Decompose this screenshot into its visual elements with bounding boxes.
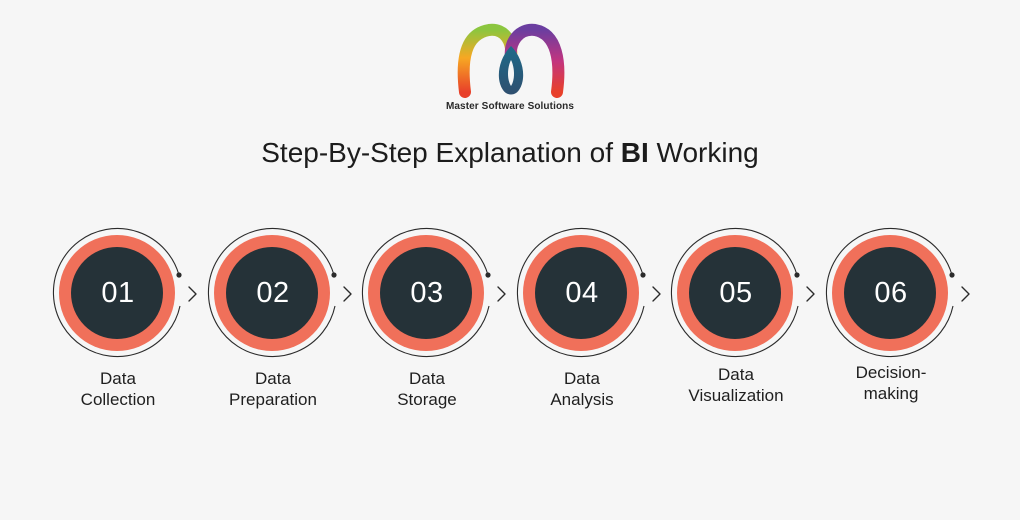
step-label-line: Preparation xyxy=(229,390,317,409)
step-number: 01 xyxy=(101,277,135,309)
step-ring xyxy=(361,228,506,358)
step-label-line: Visualization xyxy=(688,386,784,405)
title-prefix: Step-By-Step Explanation of xyxy=(261,137,621,168)
step-6: 06 Decision- making xyxy=(825,228,985,428)
steps-diagram: 01 Data Collection 02 Data Preparation 0… xyxy=(0,228,1020,428)
step-label-line: making xyxy=(863,384,919,403)
step-label: Data Storage xyxy=(347,368,507,410)
brand-name: Master Software Solutions xyxy=(445,101,575,112)
step-ring xyxy=(52,228,197,358)
step-ring xyxy=(825,228,970,358)
page-title: Step-By-Step Explanation of BI Working xyxy=(0,136,1020,170)
step-number: 06 xyxy=(874,277,908,309)
title-suffix: Working xyxy=(648,137,759,168)
step-label-line: Data xyxy=(255,369,291,388)
step-label: Data Collection xyxy=(38,368,198,410)
step-label-line: Analysis xyxy=(550,390,614,409)
title-strong: BI xyxy=(620,137,649,168)
step-number: 04 xyxy=(565,277,599,309)
step-4: 04 Data Analysis xyxy=(516,228,676,428)
step-number: 03 xyxy=(410,277,444,309)
step-1: 01 Data Collection xyxy=(52,228,212,428)
step-5: 05 Data Visualization xyxy=(670,228,830,428)
step-number: 05 xyxy=(719,277,753,309)
step-label: Decision- making xyxy=(811,362,971,404)
step-label-line: Data xyxy=(409,369,445,388)
step-label-line: Data xyxy=(564,369,600,388)
step-label: Data Preparation xyxy=(193,368,353,410)
step-ring xyxy=(516,228,661,358)
step-label-line: Data xyxy=(718,365,754,384)
step-label: Data Analysis xyxy=(502,368,662,410)
step-2: 02 Data Preparation xyxy=(207,228,367,428)
step-number: 02 xyxy=(256,277,290,309)
step-ring xyxy=(670,228,815,358)
step-label-line: Collection xyxy=(80,390,156,409)
step-label-line: Data xyxy=(100,369,136,388)
step-label-line: Storage xyxy=(397,390,457,409)
master-software-solutions-logo xyxy=(457,23,565,98)
step-ring xyxy=(207,228,352,358)
step-3: 03 Data Storage xyxy=(361,228,521,428)
step-label-line: Decision- xyxy=(855,363,927,382)
step-label: Data Visualization xyxy=(656,364,816,406)
